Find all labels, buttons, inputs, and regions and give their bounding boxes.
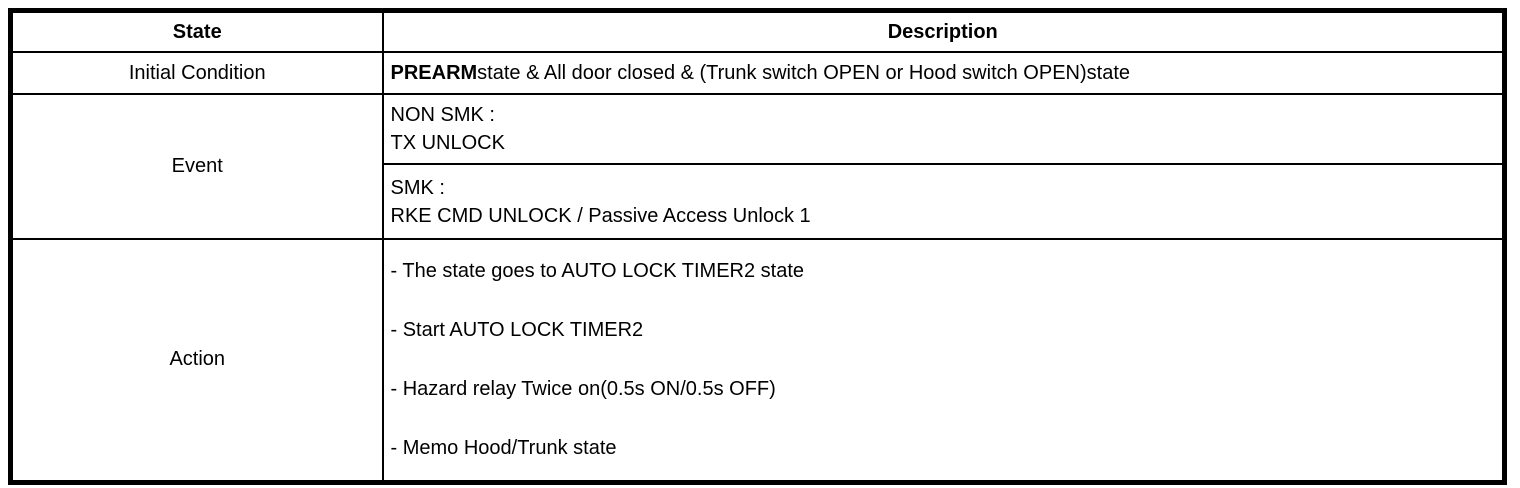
table-row-event-smk: SMK : RKE CMD UNLOCK / Passive Access Un…: [11, 163, 1506, 240]
event-smk-description: SMK : RKE CMD UNLOCK / Passive Access Un…: [381, 163, 1506, 240]
state-description-table: State Description Initial Condition PREA…: [8, 8, 1507, 485]
action-item-3: - Hazard relay Twice on(0.5s ON/0.5s OFF…: [390, 377, 776, 400]
table-header-row: State Description: [9, 9, 1506, 53]
action-description: - The state goes to AUTO LOCK TIMER2 sta…: [381, 238, 1506, 483]
table-row-event-non-smk: Event NON SMK : TX UNLOCK: [9, 93, 1506, 240]
initial-condition-label: Initial Condition: [9, 51, 384, 95]
state-column-header: State: [9, 9, 384, 53]
event-non-smk-description: NON SMK : TX UNLOCK: [381, 93, 1506, 165]
initial-condition-description-rest: state & All door closed & (Trunk switch …: [477, 61, 1131, 84]
description-column-header: Description: [381, 9, 1506, 53]
event-non-smk-line1: NON SMK :: [390, 104, 495, 126]
initial-condition-description-bold-part: PREARM: [390, 61, 478, 84]
table-row-initial-condition: Initial Condition PREARMstate & All door…: [9, 51, 1506, 95]
action-label: Action: [9, 238, 384, 483]
action-item-2: - Start AUTO LOCK TIMER2: [390, 318, 644, 341]
event-smk-line1: SMK :: [390, 176, 445, 199]
initial-condition-description: PREARMstate & All door closed & (Trunk s…: [381, 51, 1506, 95]
event-label: Event: [9, 93, 384, 240]
event-smk-line2: RKE CMD UNLOCK / Passive Access Unlock 1: [390, 204, 811, 227]
event-non-smk-line2: TX UNLOCK: [390, 132, 505, 154]
action-item-1: - The state goes to AUTO LOCK TIMER2 sta…: [390, 259, 805, 282]
table-row-action: Action - The state goes to AUTO LOCK TIM…: [9, 238, 1506, 483]
action-item-4: - Memo Hood/Trunk state: [390, 436, 617, 459]
